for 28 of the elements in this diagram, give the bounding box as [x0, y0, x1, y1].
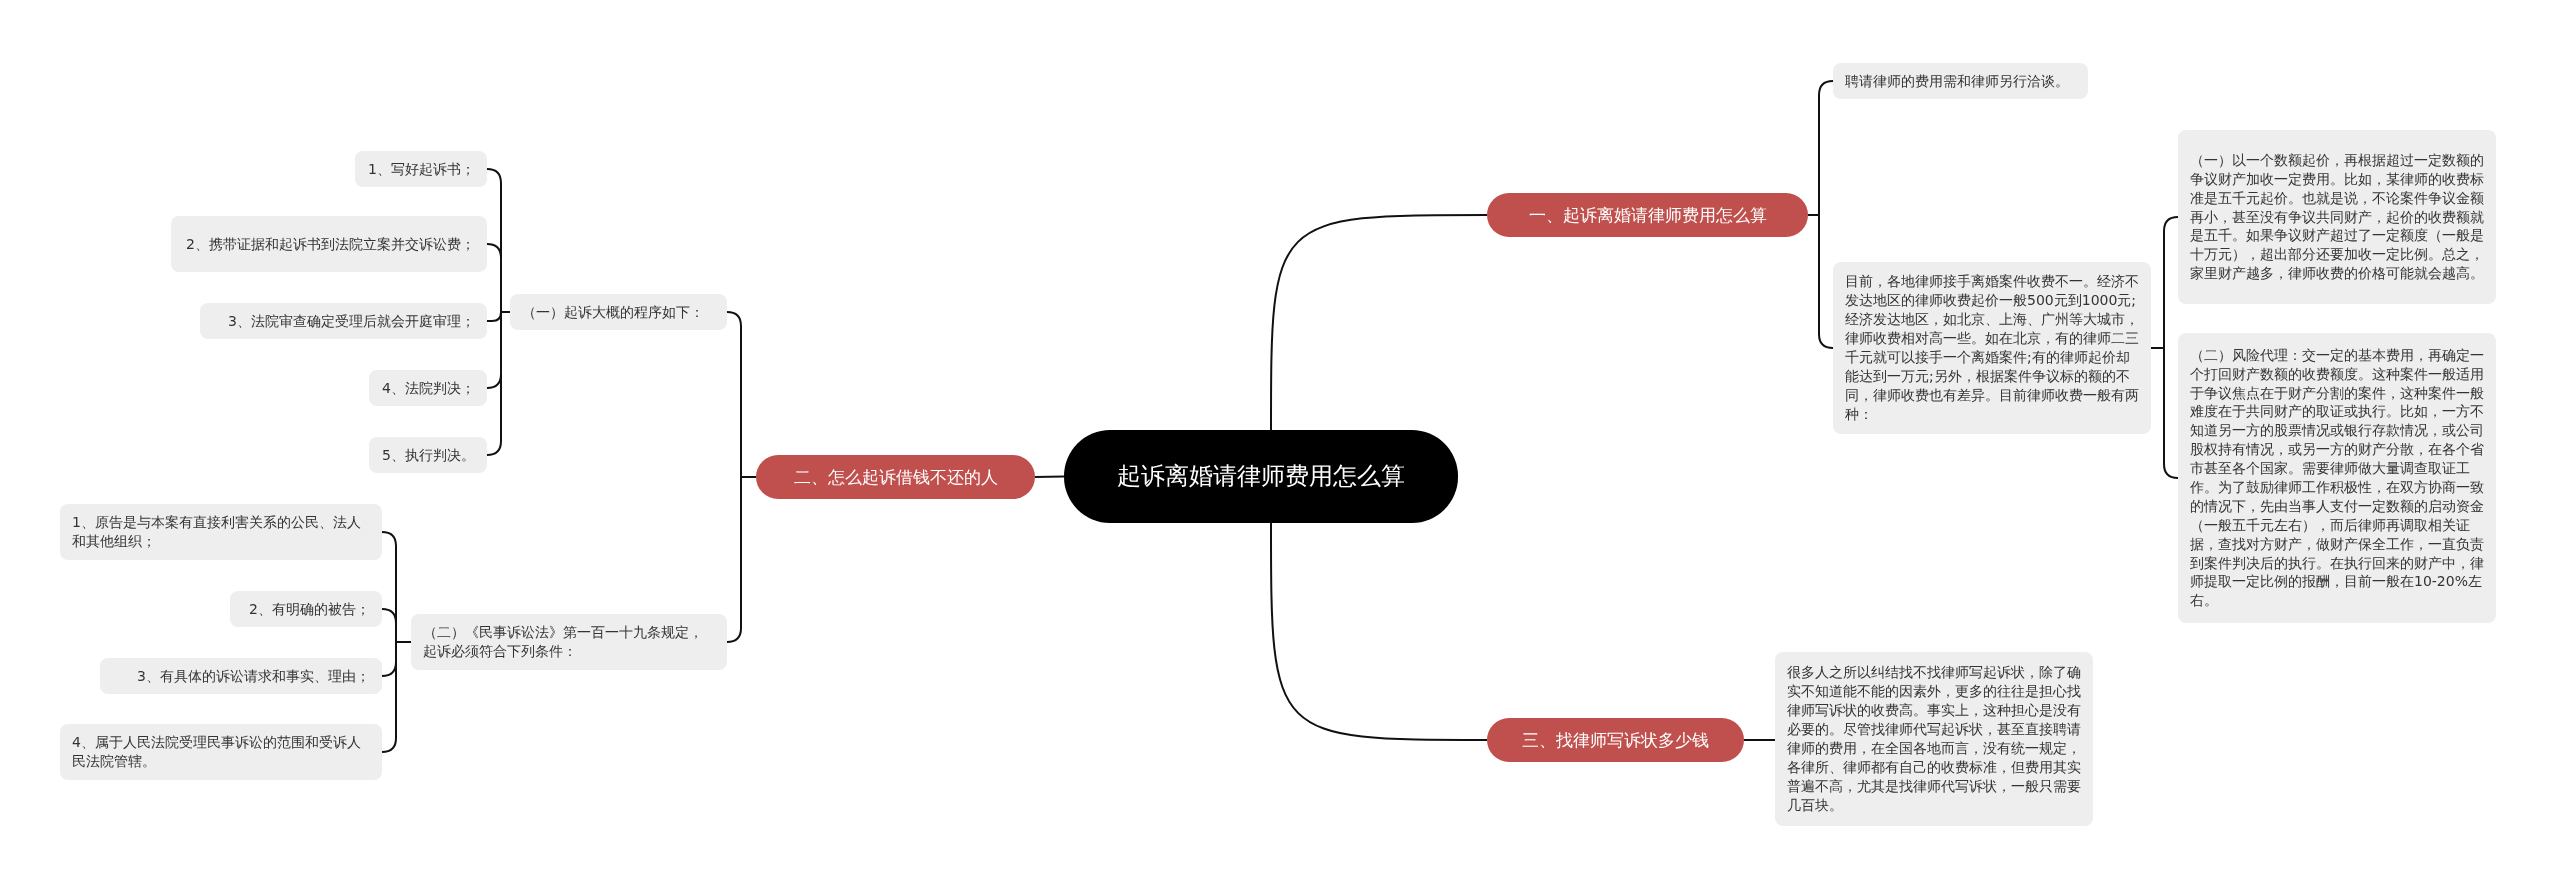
text-card: 4、属于人民法院受理民事诉讼的范围和受诉人民法院管辖。: [60, 724, 382, 780]
connector-line: [1034, 475, 1065, 478]
text-card: 聘请律师的费用需和律师另行洽谈。: [1833, 63, 2088, 99]
text-card: 2、有明确的被告；: [230, 591, 382, 627]
branch-topic: 一、起诉离婚请律师费用怎么算: [1487, 193, 1808, 237]
text-card: 3、法院审查确定受理后就会开庭审理；: [200, 303, 487, 339]
text-card: 5、执行判决。: [369, 437, 487, 473]
text-card: 目前，各地律师接手离婚案件收费不一。经济不发达地区的律师收费起价一般500元到1000元;经济发达地区，如北京、上海、广州等大城市，律师收费相对高一些。如在北京，有的律师二三千元就可以接手一个离婚案件;有的律师起价却能达到一万元;另外，根据案件争议标的额的不同，律师收费也有差异。目前律师收费一般有两种：: [1833, 262, 2151, 434]
text-card: 4、法院判决；: [369, 370, 487, 406]
connector-line: [1743, 739, 1776, 741]
connector-line: [2150, 347, 2179, 479]
branch-topic: 二、怎么起诉借钱不还的人: [756, 455, 1035, 499]
connector-line: [1270, 522, 1488, 741]
text-card: 2、携带证据和起诉书到法院立案并交诉讼费；: [171, 216, 487, 272]
text-card: （一）起诉大概的程序如下：: [510, 294, 727, 330]
text-card: （二）风险代理：交一定的基本费用，再确定一个打回财产数额的收费额度。这种案件一般适用于争议焦点在于财产分割的案件，这种案件一般难度在于共同财产的取证或执行。比如，一方不知道另一方的股票情况或银行存款情况，或公司股权持有情况，或另一方的财产分散，在各个省市甚至各个国家。需要律师做大量调查取证工作。为了鼓励律师工作积极性，在双方协商一致的情况下，先由当事人支付一定数额的启动资金（一般五千元左右），而后律师再调取相关证据，查找对方财产，做财产保全工作，一直负责到案件判决后的执行。在执行回来的财产中，律师提取一定比例的报酬，目前一般在10-20%左右。: [2178, 333, 2496, 623]
text-card: 很多人之所以纠结找不找律师写起诉状，除了确实不知道能不能的因素外，更多的往往是担心找律师写诉状的收费高。事实上，这种担心是没有必要的。尽管找律师代写起诉状，甚至直接聘请律师的费用，在全国各地而言，没有统一规定，各律所、律师都有自己的收费标准，但费用其实普遍不高，尤其是找律师代写诉状，一般只需要几百块。: [1775, 652, 2093, 826]
connector-line: [1270, 214, 1488, 431]
text-card: 1、写好起诉书；: [355, 151, 487, 187]
connector-line: [726, 476, 757, 643]
branch-topic: 三、找律师写诉状多少钱: [1487, 718, 1744, 762]
text-card: （一）以一个数额起价，再根据超过一定数额的争议财产加收一定费用。比如，某律师的收费标准是五千元起价。也就是说，不论案件争议金额再小，甚至没有争议共同财产，起价的收费额就是五千。如果争议财产超过了一定额度（一般是十万元），超出部分还要加收一定比例。总之，家里财产越多，律师收费的价格可能就会越高。: [2178, 130, 2496, 304]
text-card: 1、原告是与本案有直接利害关系的公民、法人和其他组织；: [60, 504, 382, 560]
connector-line: [486, 311, 511, 456]
connector-line: [381, 641, 412, 753]
text-card: 3、有具体的诉讼请求和事实、理由；: [100, 658, 382, 694]
central-topic: 起诉离婚请律师费用怎么算: [1064, 430, 1458, 523]
text-card: （二）《民事诉讼法》第一百一十九条规定，起诉必须符合下列条件：: [411, 614, 727, 670]
